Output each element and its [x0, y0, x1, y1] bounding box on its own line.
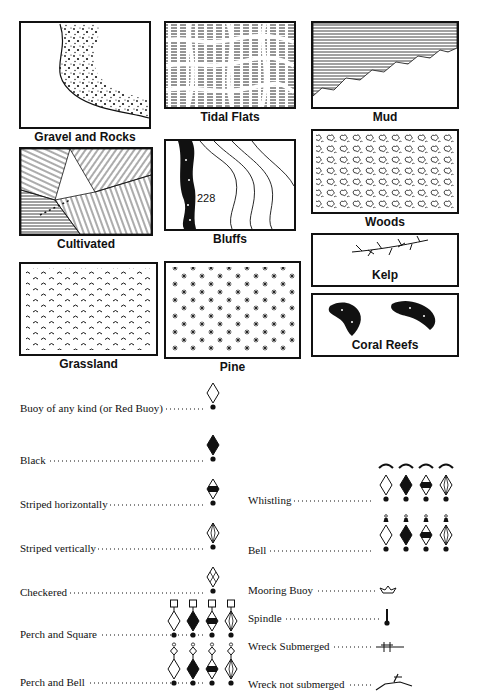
symbol-label: Bell — [248, 544, 268, 557]
symbol-label: Whistling — [248, 494, 293, 507]
contour-lines — [200, 141, 294, 229]
symbol-label: Wreck Submerged — [248, 640, 332, 653]
box-frame — [20, 148, 152, 235]
symbol-box: Gravel and Rocks — [20, 22, 150, 145]
symbol-box: Cultivated — [20, 148, 152, 252]
buoy-symbols — [376, 465, 453, 691]
wreck-visible-symbol — [376, 674, 412, 690]
symbol-caption: Cultivated — [20, 237, 152, 252]
symbol-label: Checkered — [20, 586, 69, 599]
shoreline — [60, 24, 149, 118]
box-frame — [165, 262, 300, 358]
box-frame — [165, 22, 295, 108]
pine-pattern — [170, 267, 295, 353]
buoy-symbols — [168, 383, 237, 686]
grass-pattern — [26, 268, 151, 350]
symbol-caption: Tidal Flats — [165, 110, 295, 125]
symbol-box: Grassland — [20, 263, 157, 372]
box-frame — [312, 130, 458, 213]
symbol-box: Woods — [312, 130, 458, 230]
symbol-caption: Gravel and Rocks — [20, 130, 150, 145]
box-frame — [20, 22, 150, 128]
box-frame — [312, 22, 458, 108]
symbol-caption: Coral Reefs — [312, 338, 458, 353]
gravel-band — [60, 24, 149, 118]
woods-pattern — [316, 134, 454, 209]
symbol-box: Coral Reefs — [312, 294, 458, 356]
mud-area — [313, 23, 457, 96]
spindle-symbol — [386, 609, 388, 622]
symbol-label: Spindle — [248, 612, 284, 625]
box-frame — [312, 234, 458, 286]
symbol-box: Tidal Flats — [165, 22, 295, 125]
kelp-symbol — [352, 236, 428, 256]
symbol-box: Mud — [312, 22, 458, 125]
box-frame — [165, 140, 295, 230]
symbol-label: Buoy of any kind (or Red Buoy) — [20, 402, 165, 415]
mooring-buoy-symbol — [380, 586, 396, 593]
reef-shapes — [329, 301, 436, 336]
symbol-caption: Pine — [165, 360, 300, 375]
symbol-label: Wreck not submerged — [248, 678, 347, 691]
wreck-submerged-symbol — [376, 642, 404, 652]
field-pattern — [21, 149, 151, 234]
symbol-label: Black — [20, 454, 48, 467]
symbol-caption: Kelp — [312, 268, 458, 283]
tidal-pattern — [166, 23, 294, 107]
symbol-label: Mooring Buoy — [248, 584, 315, 597]
symbol-label: Striped vertically — [20, 542, 98, 555]
symbol-caption: Mud — [312, 110, 458, 125]
symbol-caption: Grassland — [20, 357, 157, 372]
symbol-box: Kelp — [312, 234, 458, 286]
symbol-label: Striped horizontally — [20, 498, 110, 511]
symbol-caption: Woods — [312, 215, 458, 230]
bluff-face — [178, 141, 196, 229]
symbol-box: Bluffs — [165, 140, 295, 247]
symbol-label: Perch and Square — [20, 628, 99, 641]
box-frame — [312, 294, 458, 356]
symbol-caption: Bluffs — [165, 232, 295, 247]
symbol-label: Perch and Bell — [20, 676, 87, 689]
elevation-number: 228 — [197, 192, 217, 205]
symbol-box: Pine — [165, 262, 300, 375]
box-frame — [20, 263, 157, 355]
